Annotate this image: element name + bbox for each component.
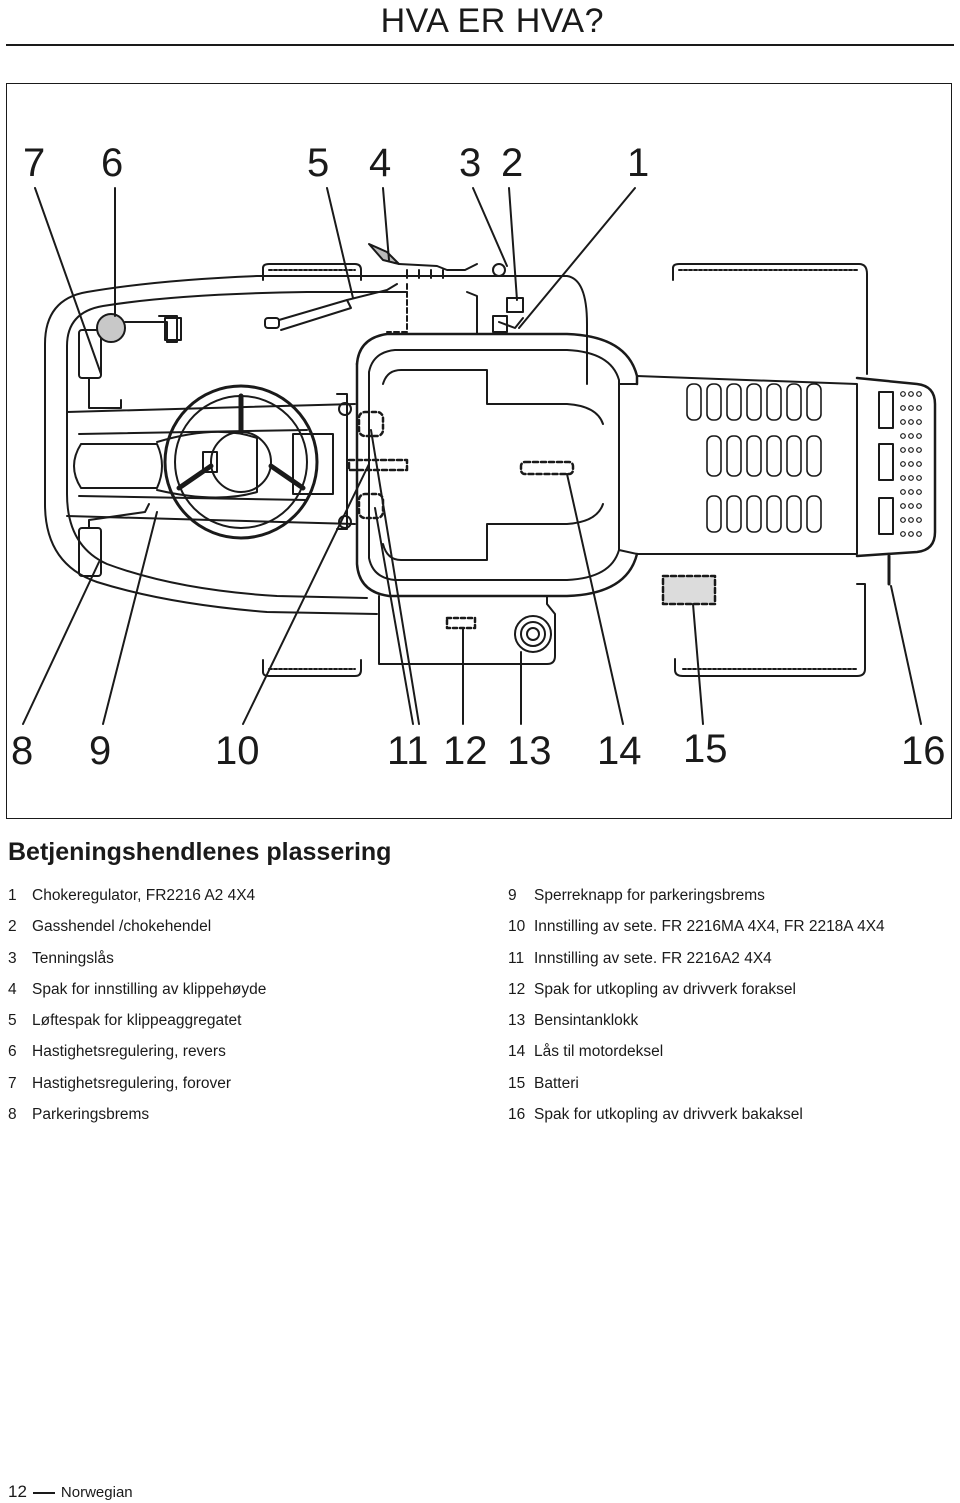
item-text: Batteri — [534, 1074, 579, 1092]
list-item: 13 Bensintanklokk — [508, 1005, 885, 1036]
item-text: Hastighetsregulering, revers — [32, 1043, 226, 1061]
steering-wheel — [163, 384, 319, 540]
callout-14: 14 — [597, 729, 642, 773]
item-text: Spak for utkopling av drivverk bakaksel — [534, 1106, 803, 1124]
list-item: 2 Gasshendel /chokehendel — [8, 911, 266, 942]
list-item: 9 Sperreknapp for parkeringsbrems — [508, 880, 885, 911]
item-text: Parkeringsbrems — [32, 1106, 150, 1124]
item-number: 2 — [8, 918, 17, 936]
rear-body-outline-lower — [44, 423, 378, 615]
list-item: 7 Hastighetsregulering, forover — [8, 1068, 266, 1099]
tractor-illustration: 7 6 5 4 3 2 1 8 9 10 11 12 13 14 15 16 — [11, 141, 946, 773]
page-header: HVA ER HVA? — [0, 0, 960, 48]
cutting-height-lever — [264, 243, 400, 331]
front-bumper — [855, 376, 937, 558]
item-number: 15 — [508, 1074, 526, 1092]
callout-7: 7 — [23, 141, 45, 185]
item-text: Hastighetsregulering, forover — [32, 1074, 232, 1092]
rear-body-outline — [44, 275, 588, 425]
item-number: 9 — [508, 887, 517, 904]
seat-adjust-11 — [357, 492, 385, 520]
callout-3: 3 — [459, 141, 481, 185]
callout-6: 6 — [101, 141, 123, 185]
footer-language: Norwegian — [60, 1484, 133, 1501]
item-text: Løftespak for klippeaggregatet — [32, 1012, 242, 1030]
item-text: Innstilling av sete. FR 2216A2 4X4 — [534, 949, 772, 967]
callout-leaders — [22, 187, 922, 725]
callout-4: 4 — [369, 141, 391, 185]
rear-wheels — [262, 263, 362, 677]
list-item: 8 Parkeringsbrems — [8, 1099, 266, 1130]
fuel-cap — [378, 595, 556, 665]
item-text: Lås til motordeksel — [534, 1043, 664, 1061]
callout-9: 9 — [89, 729, 111, 773]
list-item: 5 Løftespak for klippeaggregatet — [8, 1005, 266, 1036]
hood-lock-14 — [519, 460, 575, 476]
list-item: 6 Hastighetsregulering, revers — [8, 1036, 266, 1067]
item-text: Innstilling av sete. FR 2216MA 4X4, FR 2… — [534, 918, 885, 936]
callout-8: 8 — [11, 729, 33, 773]
page-footer: 12 Norwegian — [8, 1482, 133, 1502]
callout-16: 16 — [901, 729, 946, 773]
seat — [73, 443, 163, 489]
list-item: 12 Spak for utkopling av drivverk forakse… — [508, 974, 885, 1005]
item-text: Spak for innstilling av klippehøyde — [32, 980, 267, 998]
list-item: 3 Tenningslås — [8, 943, 266, 974]
forward-reverse-pedals — [78, 329, 150, 577]
item-number: 14 — [508, 1043, 526, 1061]
callout-13: 13 — [507, 729, 552, 773]
item-number: 3 — [8, 949, 17, 967]
front-wheels — [672, 263, 868, 677]
item-number: 7 — [8, 1074, 17, 1092]
list-item: 10 Innstilling av sete. FR 2216MA 4X4, FR… — [508, 911, 885, 942]
footer-dash — [32, 1492, 55, 1495]
front-drive-lever-12 — [445, 616, 477, 630]
item-number: 11 — [508, 949, 525, 967]
header-rule — [6, 44, 954, 46]
control-list-left: 1 Chokeregulator, FR2216 A2 4X4 2 Gasshend… — [8, 880, 266, 1130]
callout-12: 12 — [443, 729, 488, 773]
item-number: 16 — [508, 1106, 526, 1124]
tractor-diagram: 7 6 5 4 3 2 1 8 9 10 11 12 13 14 15 16 — [6, 83, 952, 819]
list-item: 4 Spak for innstilling av klippehøyde — [8, 974, 266, 1005]
item-number: 13 — [508, 1012, 526, 1030]
section-title: Betjeningshendlenes plassering — [8, 838, 392, 866]
list-item: 15 Batteri — [508, 1068, 885, 1099]
callout-10: 10 — [215, 729, 260, 773]
callout-5: 5 — [307, 141, 329, 185]
callout-15: 15 — [683, 727, 728, 771]
item-number: 10 — [508, 918, 526, 936]
item-text: Sperreknapp for parkeringsbrems — [534, 887, 765, 904]
item-number: 6 — [8, 1043, 17, 1061]
item-text: Chokeregulator, FR2216 A2 4X4 — [32, 887, 256, 904]
list-item: 14 Lås til motordeksel — [508, 1036, 885, 1067]
list-item: 1 Chokeregulator, FR2216 A2 4X4 — [8, 880, 266, 911]
battery-15 — [661, 574, 717, 606]
choke-knob — [96, 313, 126, 343]
page-number: 12 — [8, 1482, 27, 1501]
list-item: 11 Innstilling av sete. FR 2216A2 4X4 — [508, 943, 885, 974]
item-text: Bensintanklokk — [534, 1012, 639, 1030]
item-text: Tenningslås — [32, 949, 114, 967]
item-number: 5 — [8, 1012, 17, 1030]
item-text: Gasshendel /chokehendel — [32, 918, 212, 936]
callout-2: 2 — [501, 141, 523, 185]
item-number: 4 — [8, 980, 17, 998]
item-number: 12 — [508, 980, 526, 998]
item-number: 8 — [8, 1106, 17, 1124]
item-number: 1 — [8, 887, 17, 904]
engine-hood — [355, 332, 639, 598]
item-text: Spak for utkopling av drivverk foraksel — [534, 980, 796, 998]
page-title: HVA ER HVA? — [380, 2, 604, 40]
list-item: 16 Spak for utkopling av drivverk bakakse… — [508, 1099, 885, 1130]
hood-grille — [686, 383, 822, 533]
callout-11: 11 — [387, 729, 429, 773]
callout-1: 1 — [627, 141, 649, 185]
